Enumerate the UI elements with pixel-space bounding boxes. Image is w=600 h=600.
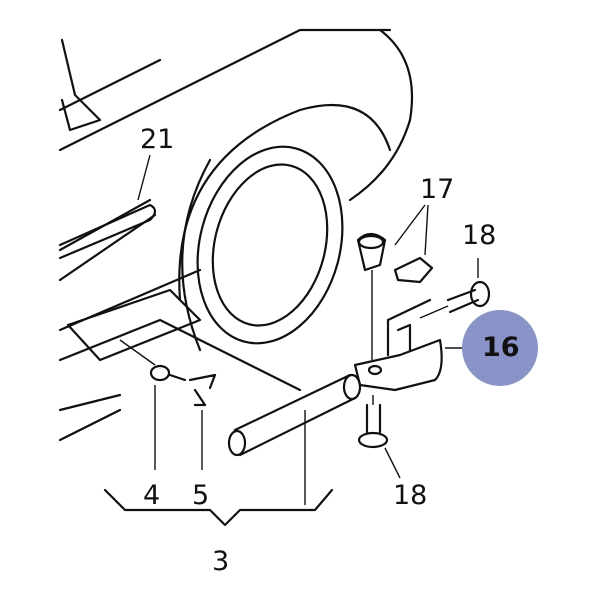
nut-part-17: [356, 204, 434, 360]
side-trim-part-21: [58, 203, 157, 260]
callout-21[interactable]: 21: [140, 124, 175, 155]
leader-21: [137, 154, 151, 201]
callout-17[interactable]: 17: [420, 174, 455, 205]
callout-4[interactable]: 4: [143, 480, 161, 511]
clip-parts-4-5: [119, 339, 217, 470]
car-body: [58, 28, 414, 442]
bolt-part-18-top: [419, 258, 491, 319]
wheel-arch-and-tire: [178, 103, 392, 352]
group-bracket-3: [103, 488, 334, 527]
callout-3[interactable]: 3: [212, 546, 230, 577]
bracket-part-16: [353, 298, 462, 392]
highlight-circle: [462, 310, 538, 386]
bolt-part-18-bottom: [357, 395, 401, 479]
callout-16[interactable]: 16: [482, 332, 520, 363]
sill-tube: [227, 373, 362, 457]
callout-18-top[interactable]: 18: [462, 220, 497, 251]
callout-18-bottom[interactable]: 18: [393, 480, 428, 511]
callout-5[interactable]: 5: [192, 480, 210, 511]
